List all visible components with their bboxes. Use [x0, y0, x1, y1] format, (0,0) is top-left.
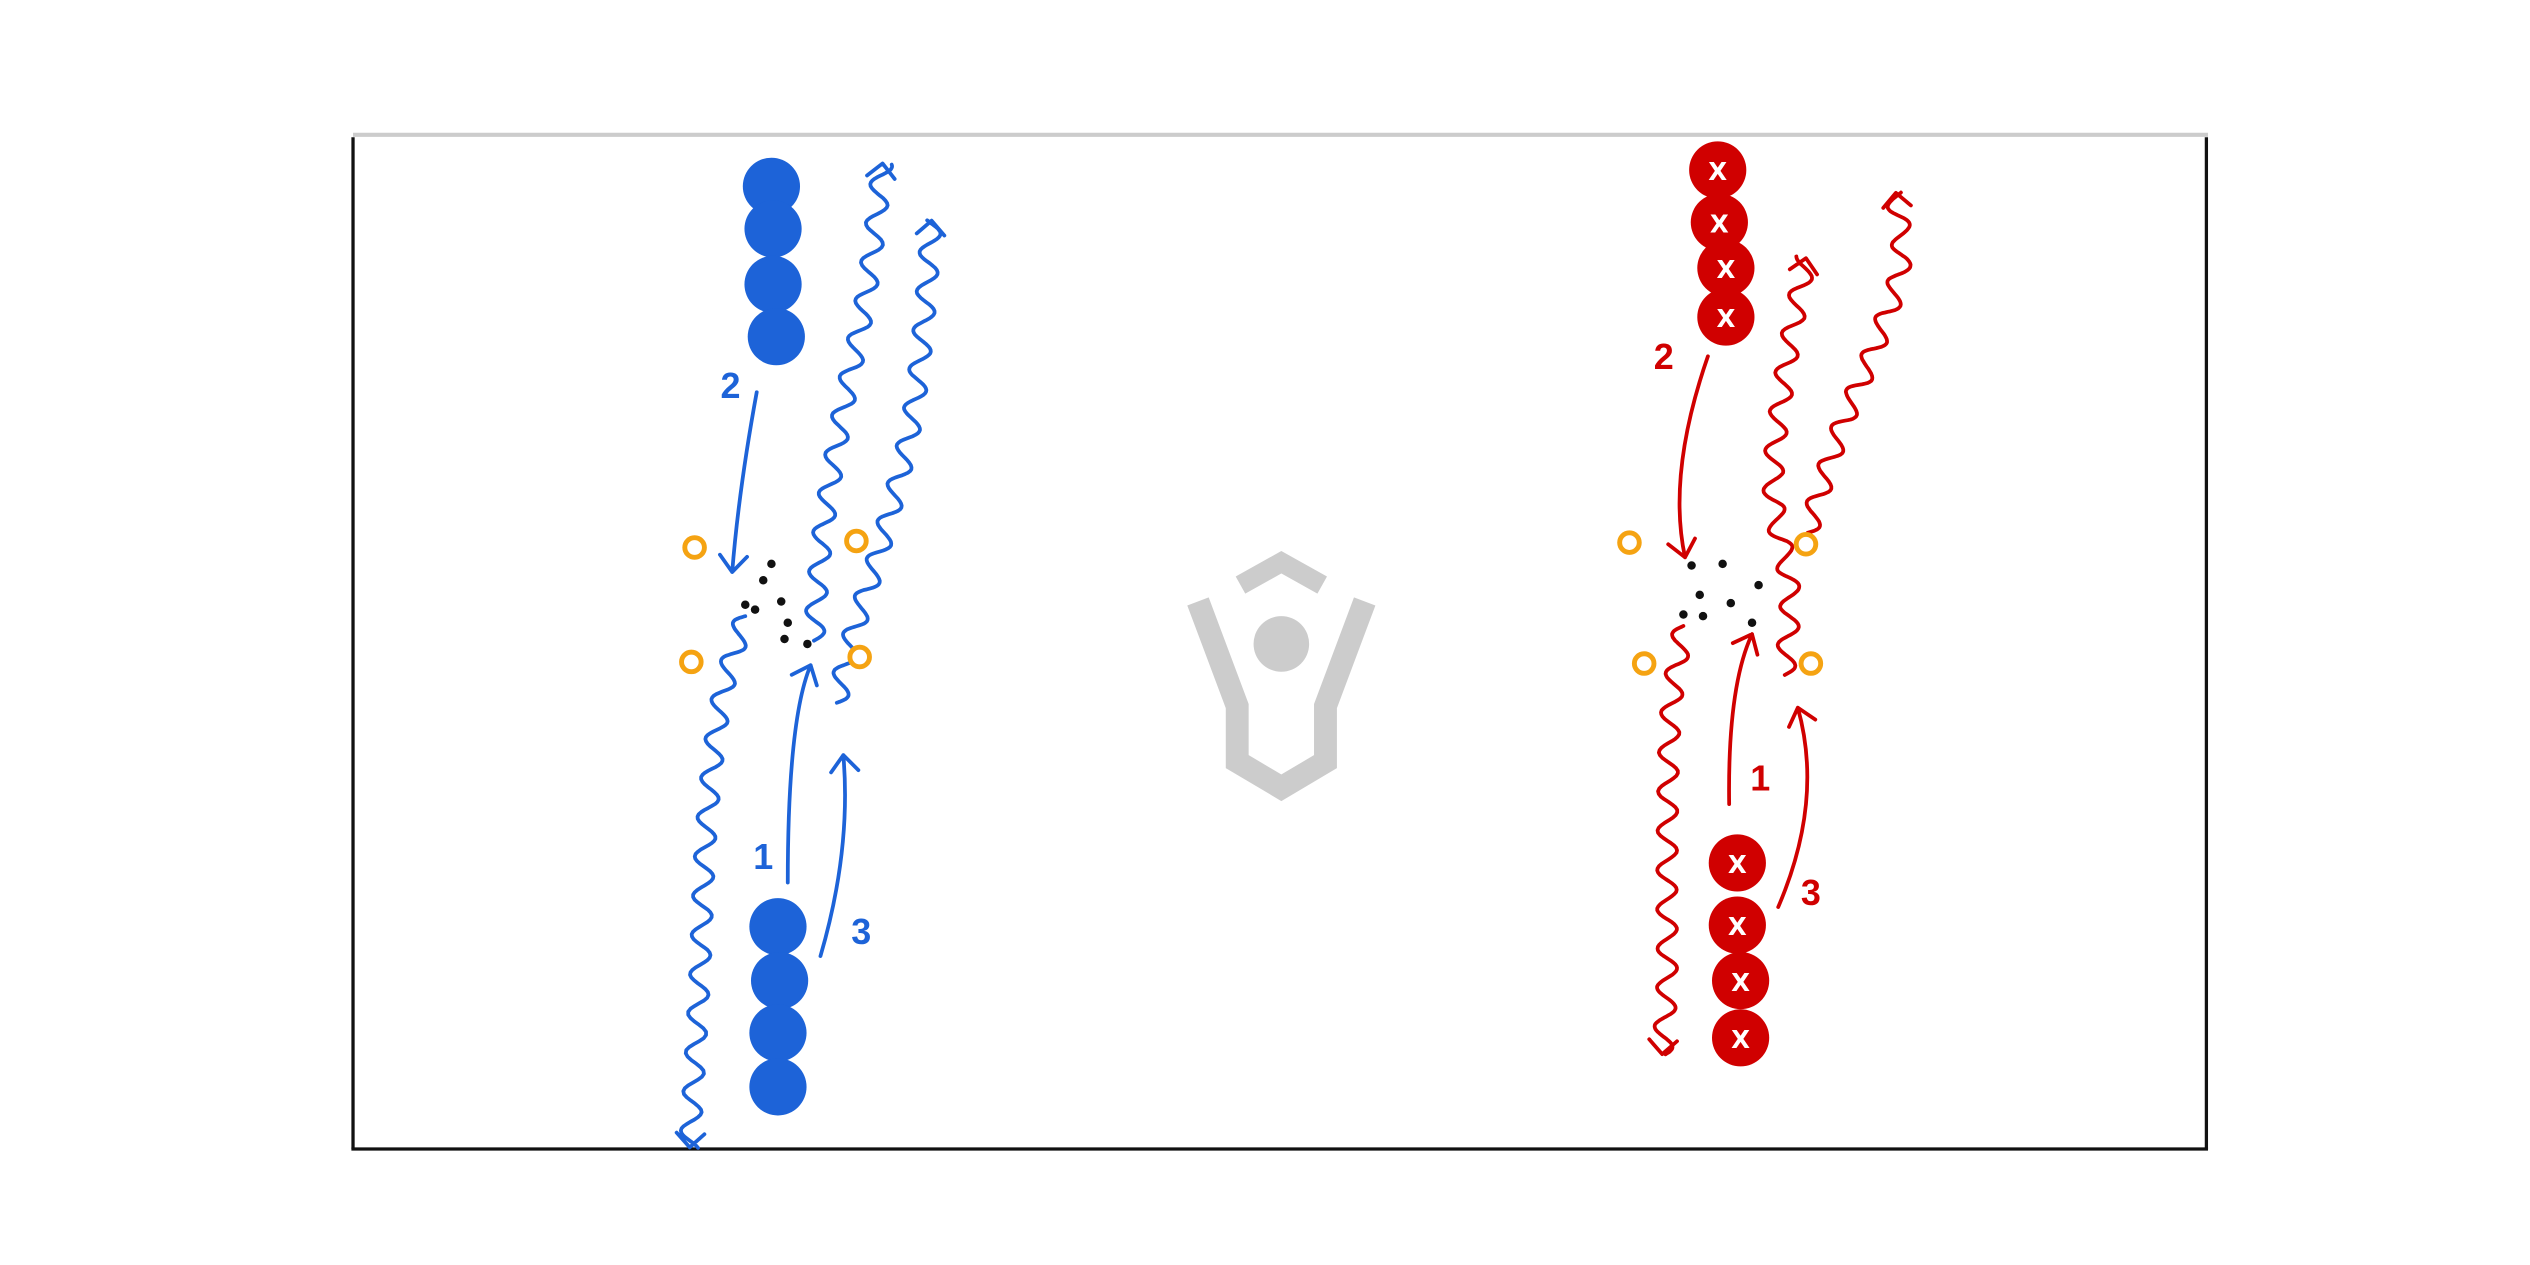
- blue-player-icon: [744, 200, 802, 258]
- ball-icon: [1698, 611, 1708, 621]
- red-player-icon: X: [1697, 288, 1755, 346]
- ball-icon: [1718, 559, 1727, 569]
- red-ball-group: [1679, 559, 1763, 627]
- cone-icon: [679, 649, 704, 675]
- ball-icon: [1695, 590, 1704, 600]
- blue-player-icon: [749, 898, 807, 956]
- red-run-label-2: 2: [1654, 336, 1674, 377]
- red-player-disc: [1711, 1009, 1770, 1067]
- blue-player-icon: [744, 255, 802, 313]
- red-player-mark: X: [1731, 968, 1750, 997]
- blue-player-icon: [742, 157, 801, 215]
- red-player-mark: X: [1728, 850, 1747, 879]
- blue-ball-group: [741, 559, 812, 649]
- red-run-arrow-1: [1727, 632, 1760, 806]
- ball-icon: [741, 600, 750, 609]
- red-run-label-1: 1: [1750, 757, 1770, 798]
- red-dribble-line-up-right: [1804, 190, 1913, 535]
- red-player-disc: [1690, 193, 1748, 251]
- blue-player-icon: [749, 1058, 807, 1116]
- red-dribble-line-up-left: [1761, 254, 1819, 677]
- red-player-disc: [1711, 952, 1770, 1010]
- ball-icon: [783, 618, 793, 627]
- red-player-mark: X: [1708, 157, 1727, 186]
- cone-icon: [847, 644, 872, 670]
- logo-body: [1187, 597, 1376, 802]
- logo-head: [1253, 616, 1310, 672]
- red-cone-group: [1617, 530, 1824, 676]
- ball-icon: [780, 634, 789, 644]
- cone-icon: [1631, 651, 1657, 676]
- blue-team: 2 1 3: [674, 157, 947, 1150]
- cone-icon: [1798, 651, 1824, 676]
- red-player-disc: [1689, 141, 1747, 199]
- red-player-disc: [1708, 896, 1766, 954]
- red-team: 2 1 3 X X X X X: [1617, 141, 1913, 1067]
- red-player-icon: X: [1708, 834, 1766, 892]
- blue-run-label-3: 3: [851, 911, 871, 952]
- field: [351, 132, 2209, 1151]
- ball-icon: [1726, 598, 1736, 608]
- ball-icon: [767, 559, 776, 569]
- ball-icon: [803, 639, 812, 649]
- ball-icon: [1747, 618, 1757, 627]
- red-player-mark: X: [1710, 209, 1729, 238]
- ball-icon: [750, 605, 760, 614]
- blue-player-group-bottom: [749, 898, 809, 1116]
- ball-icon: [759, 575, 768, 585]
- ball-icon: [1754, 580, 1763, 590]
- blue-run-label-2: 2: [721, 365, 741, 406]
- red-player-icon: X: [1711, 1009, 1770, 1067]
- blue-run-arrow-1: [785, 663, 819, 885]
- cone-icon: [844, 528, 869, 554]
- red-player-disc: [1708, 834, 1766, 892]
- red-run-arrow-2: [1666, 354, 1710, 560]
- blue-dribble-line-up-left: [804, 161, 897, 643]
- blue-run-arrow-2: [718, 390, 759, 574]
- blue-player-icon: [747, 308, 805, 366]
- red-player-group-top: X X X X: [1689, 141, 1755, 346]
- red-player-icon: X: [1690, 193, 1748, 251]
- blue-run-arrow-3: [818, 753, 861, 958]
- blue-player-icon: [749, 1004, 807, 1062]
- ball-icon: [1687, 561, 1696, 570]
- red-player-group-bottom: X X X X: [1708, 834, 1770, 1067]
- logo-top-chevron: [1235, 550, 1327, 594]
- red-player-disc: [1697, 288, 1755, 346]
- blue-run-label-1: 1: [753, 836, 773, 877]
- red-player-disc: [1697, 239, 1755, 297]
- red-player-mark: X: [1731, 1025, 1750, 1054]
- logo-icon: [1187, 550, 1376, 802]
- ball-icon: [776, 597, 786, 606]
- cone-icon: [1793, 531, 1819, 557]
- ball-icon: [1679, 610, 1688, 619]
- red-player-mark: X: [1716, 304, 1735, 333]
- red-player-mark: X: [1716, 255, 1735, 284]
- red-dribble-line-down: [1647, 624, 1691, 1057]
- red-player-mark: X: [1728, 912, 1747, 941]
- blue-dribble-line-down: [674, 614, 748, 1150]
- blue-dribble-line-up-right: [831, 218, 947, 705]
- blue-player-group-top: [742, 157, 805, 366]
- blue-cone-group: [679, 528, 872, 675]
- red-player-icon: X: [1708, 896, 1766, 954]
- red-player-icon: X: [1697, 239, 1755, 297]
- blue-player-icon: [750, 952, 809, 1010]
- red-player-icon: X: [1689, 141, 1747, 199]
- red-player-icon: X: [1711, 952, 1770, 1010]
- cone-icon: [1617, 530, 1642, 555]
- red-run-arrow-3: [1776, 705, 1818, 909]
- red-run-label-3: 3: [1801, 872, 1821, 913]
- cone-icon: [682, 535, 707, 560]
